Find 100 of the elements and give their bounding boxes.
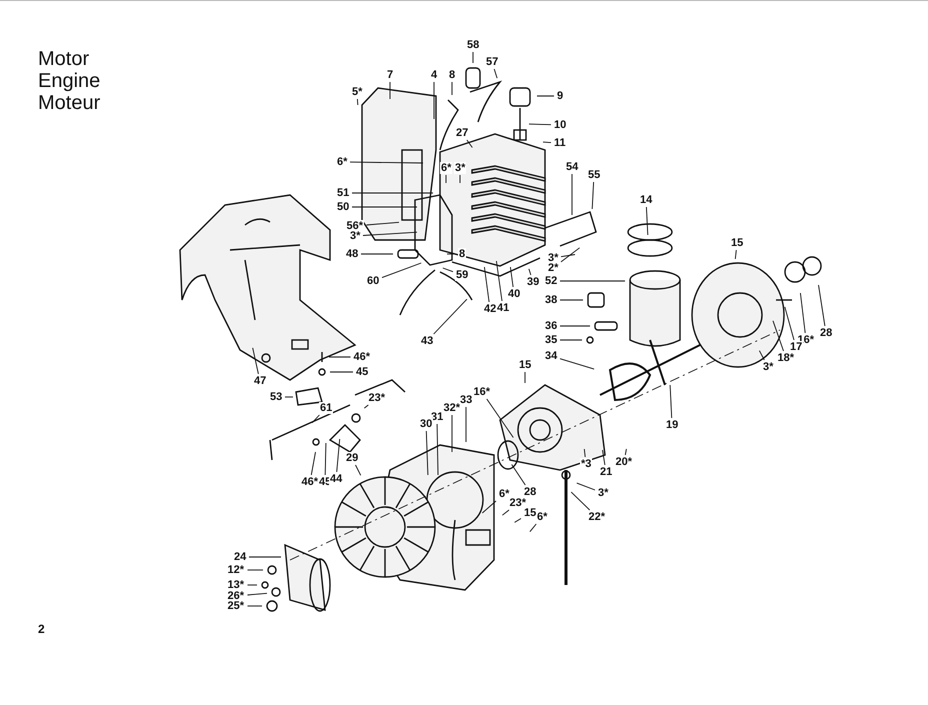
callout-number: 28	[523, 486, 538, 498]
leader-line	[734, 250, 737, 260]
callout-number: 54	[565, 161, 580, 173]
callout-number: 5*	[351, 86, 364, 98]
callout-number: 39	[526, 276, 540, 288]
callout-number: 48	[345, 248, 360, 260]
callout-number: 10	[553, 119, 568, 131]
callout-number: 20*	[614, 456, 634, 468]
leader-line	[529, 524, 537, 532]
callout-number: 56*	[346, 220, 364, 232]
leader-line	[364, 404, 369, 409]
callout-number: 30	[419, 418, 434, 430]
leader-line	[560, 280, 626, 282]
callout-number: 24	[233, 551, 248, 563]
callout-number: 3*	[597, 487, 610, 499]
callout-number: 51	[336, 187, 350, 199]
callout-number: 47	[253, 375, 268, 387]
leader-line	[352, 206, 418, 208]
callout-number: 15	[518, 359, 532, 371]
callout-number: 19	[665, 419, 680, 431]
leader-line	[366, 222, 400, 226]
callout-number: 38	[544, 294, 558, 306]
callout-number: 6*	[440, 162, 452, 174]
leader-line	[324, 442, 326, 476]
callout-number: 44	[329, 473, 344, 485]
callout-number: 6*	[336, 156, 348, 168]
title: Motor Engine Moteur	[38, 48, 102, 114]
leader-line	[336, 438, 340, 472]
callout-number: 4	[430, 69, 438, 81]
callout-number: 11	[553, 137, 567, 149]
leader-line	[350, 162, 424, 164]
leader-line	[496, 260, 502, 302]
callout-number: 9	[556, 90, 564, 102]
leader-line	[592, 182, 594, 210]
callout-number: 53	[269, 391, 284, 403]
leader-line	[560, 254, 576, 258]
callout-number: 28	[819, 327, 834, 339]
leader-line	[670, 384, 672, 418]
leader-line	[362, 232, 418, 236]
leader-line	[382, 262, 422, 278]
callout-number: 23*	[508, 497, 528, 509]
leader-line	[426, 430, 428, 476]
callout-number: 32*	[442, 402, 462, 414]
leader-line	[602, 450, 606, 466]
leader-line	[524, 372, 526, 384]
leader-line	[560, 358, 595, 370]
callout-number: 42	[483, 303, 498, 315]
leader-line	[436, 424, 438, 476]
callout-number: 13*	[226, 579, 246, 591]
leader-line	[328, 356, 351, 358]
callout-number: 43	[420, 335, 434, 347]
leader-line	[772, 320, 784, 352]
callout-number: 22*	[588, 511, 606, 523]
leader-line	[800, 292, 806, 334]
callout-number: 58	[466, 39, 480, 51]
leader-line	[576, 482, 596, 490]
callout-number: 25*	[226, 600, 246, 612]
callout-number: 29	[345, 452, 360, 464]
callout-number: 14	[639, 194, 654, 206]
leader-line	[514, 518, 522, 523]
callout-number: 2*	[547, 262, 560, 274]
callout-number: 16*	[472, 386, 492, 398]
callout-number: 52	[544, 275, 558, 287]
callout-number: 55	[587, 169, 602, 181]
leader-line	[247, 592, 268, 596]
callout-number: 6*	[536, 511, 548, 523]
leader-line	[528, 268, 532, 276]
callout-number: 7	[386, 69, 394, 81]
leader-line	[355, 464, 362, 476]
leader-line	[442, 268, 454, 272]
callout-number: 35	[544, 334, 558, 346]
callout-number: 33	[459, 394, 474, 406]
callout-number: 17	[789, 341, 804, 353]
leader-line	[352, 192, 434, 194]
callout-number: 15	[730, 237, 744, 249]
callout-number: 40	[507, 288, 522, 300]
leader-line	[482, 500, 496, 514]
leader-line	[466, 140, 473, 148]
leader-line	[486, 398, 514, 438]
callout-number: 46*	[352, 351, 372, 363]
leader-line	[310, 452, 316, 476]
leader-line	[560, 247, 580, 262]
callout-number: 45	[355, 366, 370, 378]
callout-number: 8	[458, 248, 466, 260]
callout-number: 23*	[368, 392, 386, 404]
callout-number: 34	[544, 350, 558, 362]
leader-line	[248, 556, 282, 558]
callout-number: 57	[485, 56, 500, 68]
callout-number: 21	[599, 466, 614, 478]
leader-line	[646, 206, 648, 236]
callout-number: 3*	[762, 361, 774, 373]
leader-line	[494, 68, 498, 79]
callout-number: 3*	[349, 230, 362, 242]
leader-line	[584, 448, 586, 458]
leader-line	[528, 124, 552, 126]
leader-line	[247, 584, 258, 586]
callout-number: 3*	[454, 162, 466, 174]
leader-line	[472, 52, 474, 64]
callout-number: 6*	[498, 488, 510, 500]
leader-line	[510, 266, 514, 288]
